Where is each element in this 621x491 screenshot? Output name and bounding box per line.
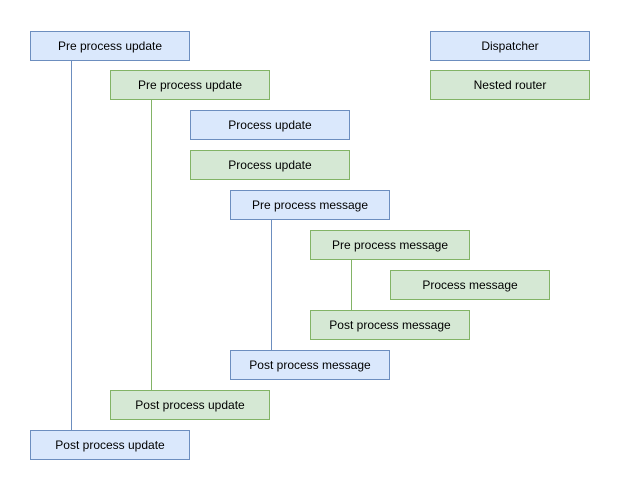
connector-line-nested-router (151, 100, 152, 390)
node-label: Process update (228, 118, 312, 132)
node-pre-process-message-dispatcher: Pre process message (230, 190, 390, 220)
node-label: Pre process message (331, 238, 449, 252)
legend-label: Dispatcher (481, 39, 539, 53)
node-post-process-update-dispatcher: Post process update (30, 430, 190, 460)
legend-nested-router-nested-router: Nested router (430, 70, 590, 100)
node-process-message-nested-router: Process message (390, 270, 550, 300)
node-label: Post process update (55, 438, 165, 452)
node-label: Pre process update (137, 78, 243, 92)
node-pre-process-update-nested-router: Pre process update (110, 70, 270, 100)
connector-line-nested-router (351, 260, 352, 310)
node-pre-process-message-nested-router: Pre process message (310, 230, 470, 260)
node-process-update-nested-router: Process update (190, 150, 350, 180)
node-label: Post process message (249, 358, 371, 372)
node-label: Pre process update (57, 39, 163, 53)
node-post-process-message-nested-router: Post process message (310, 310, 470, 340)
legend-dispatcher-dispatcher: Dispatcher (430, 31, 590, 61)
node-post-process-message-dispatcher: Post process message (230, 350, 390, 380)
node-label: Post process message (329, 318, 451, 332)
node-label: Pre process message (251, 198, 369, 212)
connector-line-dispatcher (71, 61, 72, 430)
connector-line-dispatcher (271, 220, 272, 350)
node-pre-process-update-dispatcher: Pre process update (30, 31, 190, 61)
node-label: Post process update (135, 398, 245, 412)
node-post-process-update-nested-router: Post process update (110, 390, 270, 420)
legend-label: Nested router (473, 78, 547, 92)
node-process-update-dispatcher: Process update (190, 110, 350, 140)
node-label: Process update (228, 158, 312, 172)
node-label: Process message (422, 278, 518, 292)
